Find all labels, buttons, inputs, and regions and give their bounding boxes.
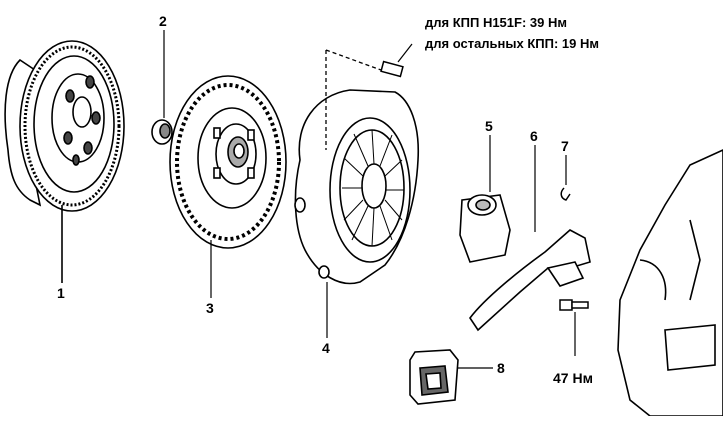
- dust-boot: [409, 349, 493, 405]
- callout-3: 3: [206, 300, 214, 316]
- callout-6: 6: [530, 128, 538, 144]
- torque-note-h151f: для КПП H151F: 39 Нм: [425, 15, 567, 30]
- pivot-bolt: [559, 299, 589, 356]
- callout-1: 1: [57, 285, 65, 301]
- release-fork: [469, 145, 591, 332]
- clutch-disc: [169, 75, 287, 298]
- callout-8: 8: [497, 360, 505, 376]
- clip: [560, 155, 571, 201]
- callout-7: 7: [561, 138, 569, 154]
- pressure-plate-cover: [294, 89, 420, 338]
- callout-2: 2: [159, 13, 167, 29]
- flywheel: [4, 40, 125, 283]
- release-bearing: [459, 135, 511, 263]
- transmission-housing: [617, 149, 723, 417]
- pilot-bearing: [151, 30, 173, 145]
- cover-bolt: [325, 43, 413, 150]
- callout-5: 5: [485, 118, 493, 134]
- torque-note-other: для остальных КПП: 19 Нм: [425, 36, 599, 51]
- torque-label-pivot-bolt: 47 Нм: [553, 370, 593, 386]
- callout-4: 4: [322, 340, 330, 356]
